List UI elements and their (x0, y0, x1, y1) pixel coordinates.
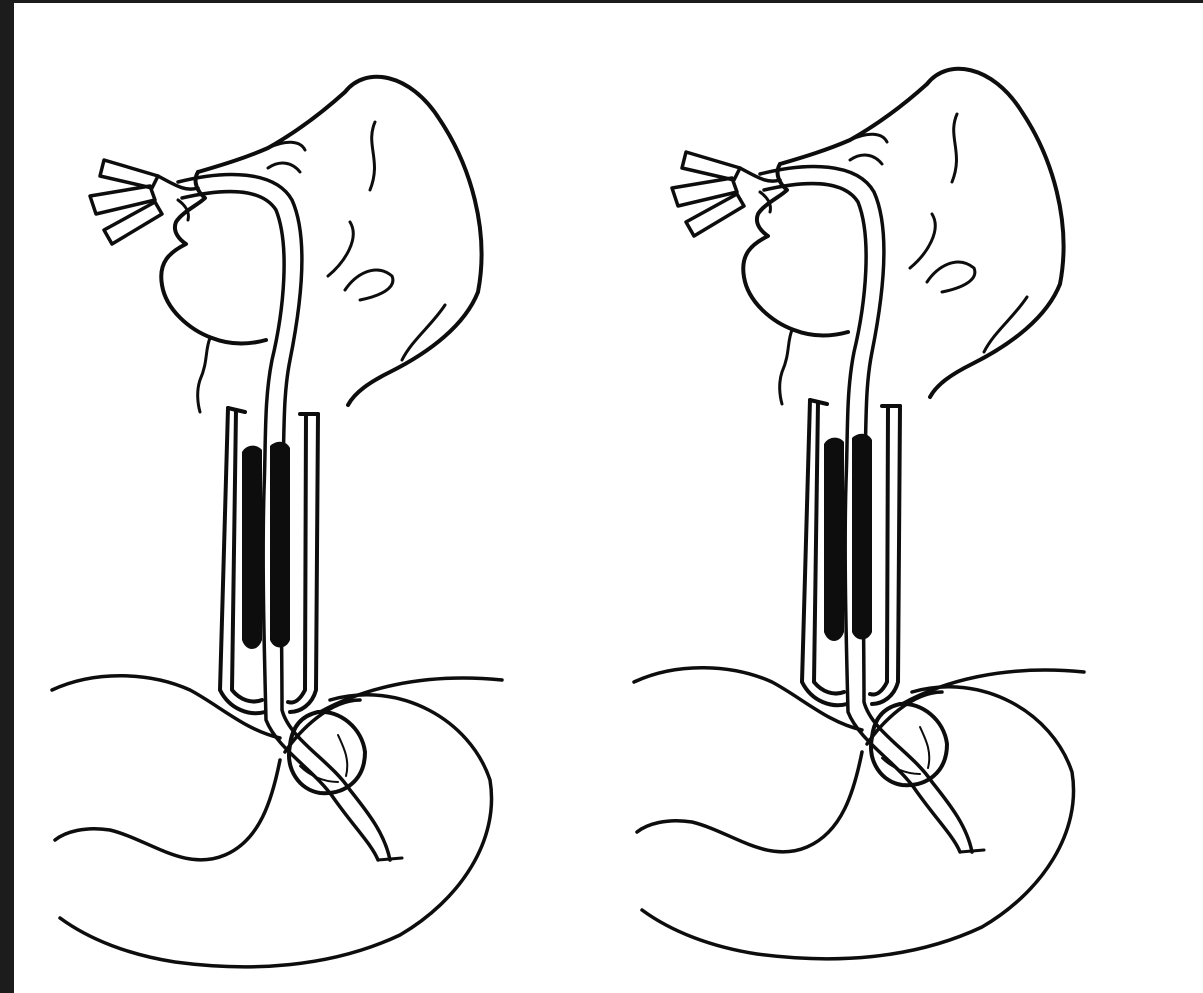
panel-left (52, 77, 502, 967)
panel-right (634, 69, 1084, 959)
